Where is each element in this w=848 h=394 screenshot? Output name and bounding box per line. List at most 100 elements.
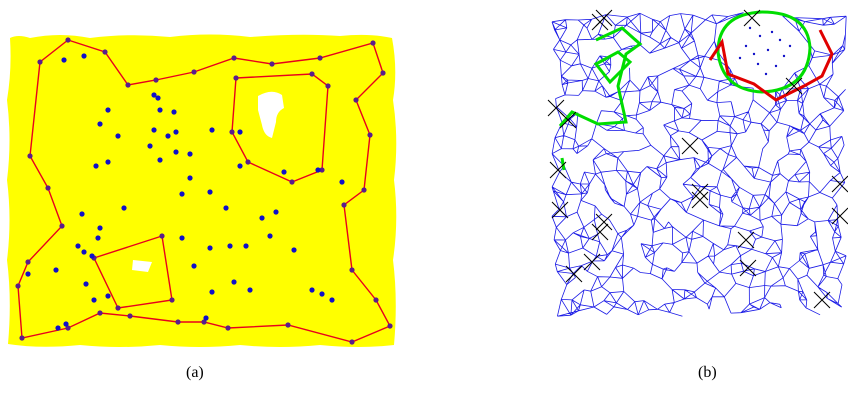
cross-marker xyxy=(831,175,848,193)
green-fragment xyxy=(560,157,566,171)
boundary-vertex xyxy=(317,55,323,61)
cross-marker xyxy=(591,223,609,241)
sensor-point xyxy=(243,243,249,249)
caption-a: (a) xyxy=(186,364,204,381)
sensor-point xyxy=(267,233,273,239)
boundary-vertex xyxy=(229,129,235,135)
cross-marker xyxy=(549,161,567,179)
sensor-point xyxy=(223,205,229,211)
hole-point xyxy=(758,34,762,38)
boundary-vertex xyxy=(309,71,315,77)
sensor-point xyxy=(121,205,127,211)
panel-a xyxy=(0,0,410,394)
cross-marker xyxy=(559,111,577,129)
sensor-point xyxy=(93,163,99,169)
sensor-point xyxy=(157,157,163,163)
boundary-vertex xyxy=(289,179,295,185)
hole-point xyxy=(788,44,792,48)
sensor-point xyxy=(237,163,243,169)
sensor-point xyxy=(151,92,157,98)
boundary-vertex xyxy=(285,322,291,328)
green-boundary xyxy=(558,26,643,127)
inner-boundary-top xyxy=(231,73,329,183)
sensor-point xyxy=(95,235,101,241)
boundary-vertex xyxy=(115,305,121,311)
sensor-point xyxy=(179,235,185,241)
sensor-point xyxy=(53,267,59,273)
cross-marker xyxy=(591,13,609,31)
sensor-point xyxy=(115,133,121,139)
green-loop xyxy=(593,50,633,85)
sensor-point xyxy=(315,167,321,173)
boundary-vertex xyxy=(341,202,347,208)
sensor-point xyxy=(237,129,243,135)
sensor-point xyxy=(291,247,297,253)
sensor-point xyxy=(207,245,213,251)
cross-marker xyxy=(831,207,848,225)
sensor-point xyxy=(207,189,213,195)
sensor-point xyxy=(25,271,31,277)
boundary-vertex xyxy=(153,77,159,83)
sensor-point xyxy=(329,297,335,303)
sensor-point xyxy=(259,215,265,221)
panel-b xyxy=(540,0,848,394)
cross-marker xyxy=(583,253,601,271)
boundary-vertex xyxy=(45,185,51,191)
sensor-point xyxy=(63,321,69,327)
hole-point xyxy=(744,44,748,48)
sensor-point xyxy=(83,281,89,287)
boundary-vertex xyxy=(387,323,393,329)
sensor-point xyxy=(191,263,197,269)
sensor-point xyxy=(209,289,215,295)
boundary-vertex xyxy=(159,233,165,239)
sensor-point xyxy=(187,175,193,181)
cross-marker xyxy=(785,77,803,95)
sensor-point xyxy=(173,149,179,155)
sensor-point xyxy=(157,107,163,113)
sensor-point xyxy=(173,129,179,135)
cross-marker xyxy=(551,201,569,219)
sensor-point xyxy=(319,291,325,297)
boundary-vertex xyxy=(19,335,25,341)
boundary-vertex xyxy=(65,325,71,331)
hole-point xyxy=(778,38,782,42)
cross-marker xyxy=(681,137,699,155)
boundary-vertex xyxy=(37,59,43,65)
boundary-vertex xyxy=(125,82,131,88)
boundary-vertex xyxy=(191,69,197,75)
cross-marker xyxy=(565,265,583,283)
sensor-point xyxy=(75,243,81,249)
sensor-point xyxy=(203,315,209,321)
sensor-point xyxy=(97,121,103,127)
hole-point xyxy=(764,72,768,76)
boundary-vertex xyxy=(25,259,31,265)
boundary-vertex xyxy=(233,75,239,81)
boundary-vertex xyxy=(225,325,231,331)
cross-marker xyxy=(691,191,709,209)
boundary-vertex xyxy=(245,159,251,165)
boundary-vertex xyxy=(231,55,237,61)
sensor-point xyxy=(171,109,177,115)
cross-marker xyxy=(691,183,709,201)
boundary-vertex xyxy=(27,153,33,159)
mesh-diagram xyxy=(547,9,848,317)
sensor-point xyxy=(105,159,111,165)
coverage-hole xyxy=(258,91,284,138)
sensor-point xyxy=(91,297,97,303)
sensor-point xyxy=(339,179,345,185)
boundary-vertex xyxy=(319,167,325,173)
boundary-vertex xyxy=(367,132,373,138)
boundary-vertex xyxy=(361,187,367,193)
hole-point xyxy=(774,64,778,68)
hole-point xyxy=(752,52,756,56)
sensor-point xyxy=(247,287,253,293)
sensor-point xyxy=(273,209,279,215)
boundary-vertex xyxy=(59,223,65,229)
boundary-vertex xyxy=(102,49,108,55)
red-boundary xyxy=(708,29,834,102)
hole-point xyxy=(766,48,770,52)
coverage-hole xyxy=(132,260,152,272)
hole-point xyxy=(782,54,786,58)
hole-point xyxy=(738,56,742,60)
boundary-vertex xyxy=(169,297,175,303)
